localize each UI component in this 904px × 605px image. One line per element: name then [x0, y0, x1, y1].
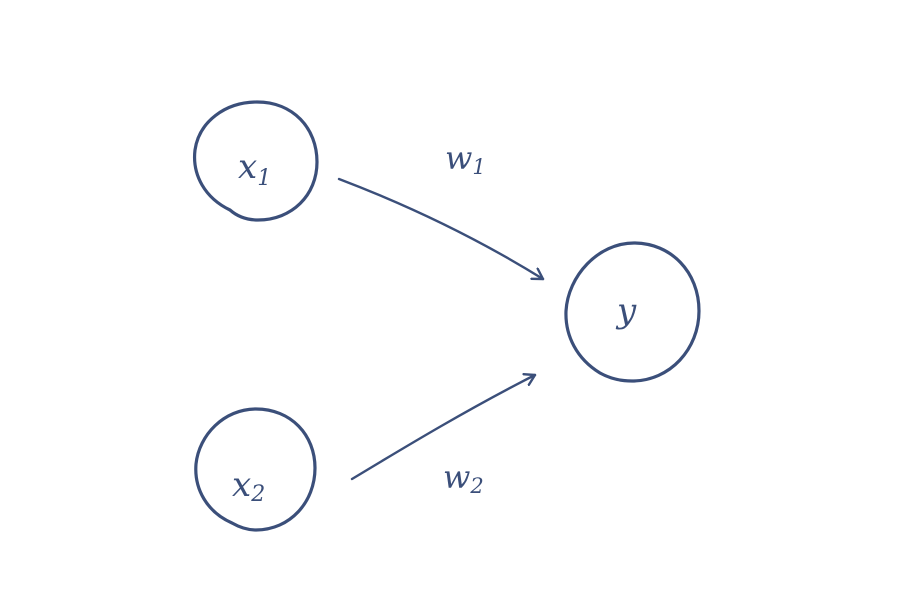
node-x1-label: x1 [238, 147, 271, 191]
edge-w2-label: w2 [443, 458, 484, 498]
edge-x2-y-arrow [350, 375, 537, 481]
node-y-circle [564, 241, 701, 383]
edge-w1-subscript: 1 [472, 155, 485, 179]
edge-x2-y: w2 [350, 375, 537, 498]
node-y: y [564, 241, 701, 383]
edge-x1-y-arrow [337, 177, 545, 281]
node-y-label: y [615, 291, 637, 331]
node-x1: x1 [192, 100, 319, 222]
edge-x1-y: w1 [337, 139, 545, 281]
node-x1-circle [192, 100, 319, 222]
node-x2: x2 [194, 407, 317, 532]
node-x2-label: x2 [232, 465, 265, 507]
edge-w1-label: w1 [445, 139, 486, 179]
edge-w2-subscript: 2 [469, 474, 483, 498]
node-x1-subscript: 1 [257, 166, 271, 191]
node-x2-circle [194, 407, 317, 532]
node-x2-subscript: 2 [250, 482, 265, 507]
